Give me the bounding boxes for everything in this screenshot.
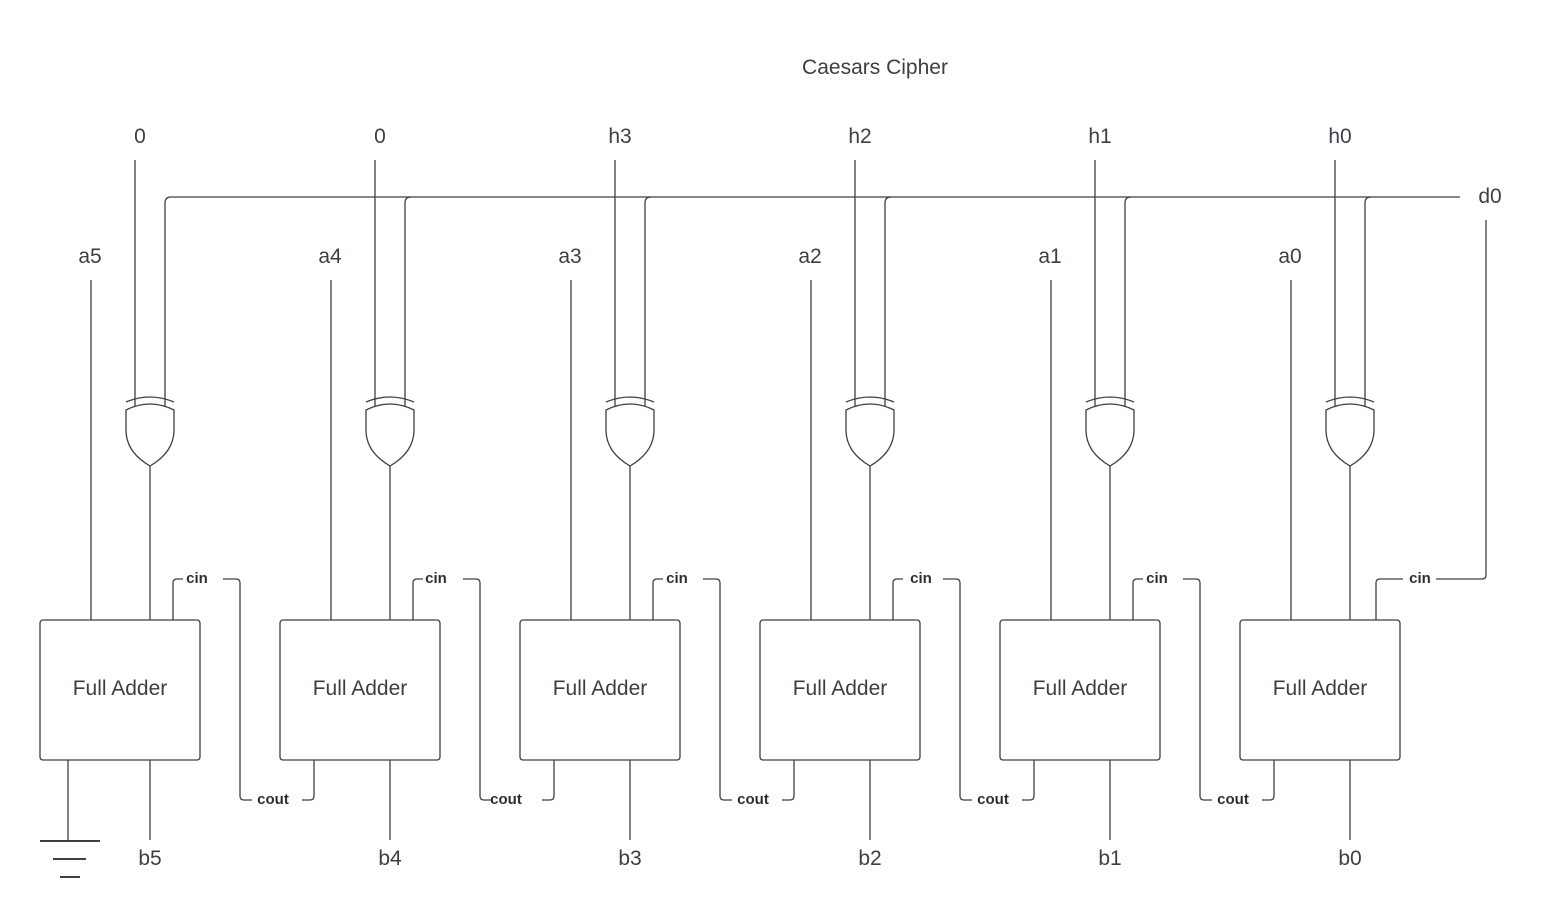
d0-label: d0 <box>1478 185 1501 208</box>
full-adder-label: Full Adder <box>313 677 408 700</box>
cout-label: cout <box>737 791 769 808</box>
top-input-label: h0 <box>1328 125 1351 148</box>
top-input-label: h2 <box>848 125 871 148</box>
top-input-label: 0 <box>374 125 386 148</box>
cin-label: cin <box>186 570 208 587</box>
cin-label: cin <box>1409 570 1431 587</box>
d0-tap-wire <box>404 196 412 408</box>
a-input-label: a3 <box>558 245 581 268</box>
xor-gate-arc <box>605 396 655 403</box>
cout-label: cout <box>490 791 522 808</box>
d0-tap-wire <box>644 196 652 408</box>
full-adder-block <box>999 619 1161 761</box>
d0-tap-wire <box>1364 196 1372 408</box>
full-adder-label: Full Adder <box>793 677 888 700</box>
full-adder-label: Full Adder <box>553 677 648 700</box>
carry-wire-right <box>1262 760 1275 801</box>
xor-gate-icon <box>845 403 895 467</box>
d0-to-cin-wire <box>1436 220 1487 580</box>
output-label: b4 <box>378 847 402 870</box>
cin-label: cin <box>425 570 447 587</box>
cout-label: cout <box>977 791 1009 808</box>
xor-gate-icon <box>605 403 655 467</box>
cin-wire <box>172 578 183 620</box>
cin-label: cin <box>910 570 932 587</box>
diagram-title: Caesars Cipher <box>802 56 948 79</box>
cout-label: cout <box>1217 791 1249 808</box>
xor-gate-arc <box>1325 396 1375 403</box>
carry-wire-left <box>703 578 732 801</box>
a-input-label: a1 <box>1038 245 1061 268</box>
d0-tap-wire <box>164 196 172 408</box>
output-label: b5 <box>138 847 161 870</box>
full-adder-label: Full Adder <box>73 677 168 700</box>
xor-gate-icon <box>1325 403 1375 467</box>
xor-gate-icon <box>1085 403 1135 467</box>
ground-icon <box>40 760 100 878</box>
output-label: b0 <box>1338 847 1361 870</box>
a-input-label: a4 <box>318 245 342 268</box>
full-adder-label: Full Adder <box>1033 677 1128 700</box>
cin-wire <box>652 578 663 620</box>
carry-wire-right <box>1022 760 1035 801</box>
cout-label: cout <box>257 791 289 808</box>
full-adder-block <box>759 619 921 761</box>
cin-wire <box>892 578 903 620</box>
full-adder-label: Full Adder <box>1273 677 1368 700</box>
a-input-label: a0 <box>1278 245 1301 268</box>
carry-wire-right <box>542 760 555 801</box>
d0-tap-wire <box>1124 196 1132 408</box>
xor-gate-arc <box>365 396 415 403</box>
d0-tap-wire <box>884 196 892 408</box>
full-adder-block <box>279 619 441 761</box>
top-input-label: h3 <box>608 125 631 148</box>
xor-gate-arc <box>1085 396 1135 403</box>
output-label: b1 <box>1098 847 1121 870</box>
xor-gate-icon <box>365 403 415 467</box>
full-adder-block <box>1239 619 1401 761</box>
cin-wire <box>1375 578 1403 620</box>
carry-wire-right <box>782 760 795 801</box>
output-label: b3 <box>618 847 641 870</box>
carry-wire-left <box>1183 578 1212 801</box>
xor-gate-arc <box>845 396 895 403</box>
a-input-label: a5 <box>78 245 101 268</box>
full-adder-block <box>519 619 681 761</box>
xor-gate-icon <box>125 403 175 467</box>
cin-label: cin <box>666 570 688 587</box>
top-input-label: 0 <box>134 125 146 148</box>
carry-wire-left <box>943 578 972 801</box>
carry-wire-left <box>463 578 492 801</box>
carry-wire-left <box>223 578 252 801</box>
xor-gate-arc <box>125 396 175 403</box>
full-adder-block <box>39 619 201 761</box>
top-input-label: h1 <box>1088 125 1111 148</box>
carry-wire-right <box>302 760 315 801</box>
cin-wire <box>412 578 423 620</box>
a-input-label: a2 <box>798 245 821 268</box>
cin-wire <box>1132 578 1143 620</box>
cin-label: cin <box>1146 570 1168 587</box>
output-label: b2 <box>858 847 881 870</box>
